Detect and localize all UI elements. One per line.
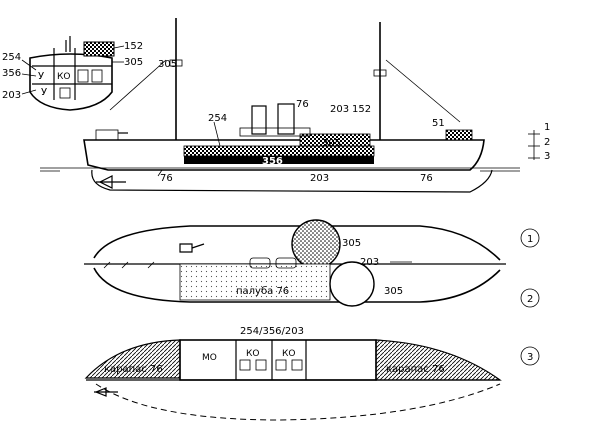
section-compartment-ko: КО bbox=[57, 72, 70, 82]
section-label-254: 254 bbox=[2, 52, 21, 63]
plan-label-305-b: 305 bbox=[384, 286, 403, 297]
section-label-356: 356 bbox=[2, 68, 21, 79]
profile-label-203-bottom: 203 bbox=[310, 173, 329, 184]
level3-ko2-label: КО bbox=[282, 349, 295, 359]
level3-carapace-left: карапас 76 bbox=[104, 364, 163, 375]
level3-carapace-right: карапас 76 bbox=[386, 364, 445, 375]
level-1: 1 bbox=[544, 122, 550, 133]
level-2: 2 bbox=[544, 137, 550, 148]
cross-section: У У КО 152 305 254 356 203 bbox=[2, 36, 143, 111]
profile-label-76-right: 76 bbox=[420, 173, 433, 184]
profile-label-254: 254 bbox=[208, 113, 227, 124]
level-3: 3 bbox=[544, 151, 550, 162]
section-label-152: 152 bbox=[124, 41, 143, 52]
level-3-view: 254/356/203 МО КО КО карапас 76 карапас … bbox=[84, 326, 540, 421]
profile-label-51: 51 bbox=[432, 118, 445, 129]
profile-label-76-left: 76 bbox=[160, 173, 173, 184]
section-label-305: 305 bbox=[124, 57, 143, 68]
side-profile: 356 305 305 254 76 203 152 51 76 203 76 … bbox=[40, 18, 550, 193]
profile-label-76-funnel: 76 bbox=[296, 99, 309, 110]
plan-deck-label: палуба 76 bbox=[236, 286, 289, 297]
marker-2: 2 bbox=[527, 294, 533, 305]
level3-belt-label: 254/356/203 bbox=[240, 326, 304, 337]
marker-1: 1 bbox=[527, 234, 533, 245]
section-compartment-u1: У bbox=[38, 71, 44, 82]
profile-label-152: 152 bbox=[352, 104, 371, 115]
level3-mo-label: МО bbox=[202, 353, 217, 363]
section-compartment-u2: У bbox=[41, 87, 47, 98]
profile-belt-356: 356 bbox=[262, 156, 283, 167]
profile-label-305-mast: 305 bbox=[158, 59, 177, 70]
profile-label-203-top: 203 bbox=[330, 104, 349, 115]
marker-3: 3 bbox=[527, 352, 533, 363]
plan-label-305-a: 305 bbox=[342, 238, 361, 249]
plan-views: 305 203 305 палуба 76 1 2 bbox=[84, 219, 540, 308]
profile-label-305-belt: 305 bbox=[322, 138, 341, 149]
level3-ko1-label: КО bbox=[246, 349, 259, 359]
section-label-203: 203 bbox=[2, 90, 21, 101]
plan-label-203: 203 bbox=[360, 257, 379, 268]
